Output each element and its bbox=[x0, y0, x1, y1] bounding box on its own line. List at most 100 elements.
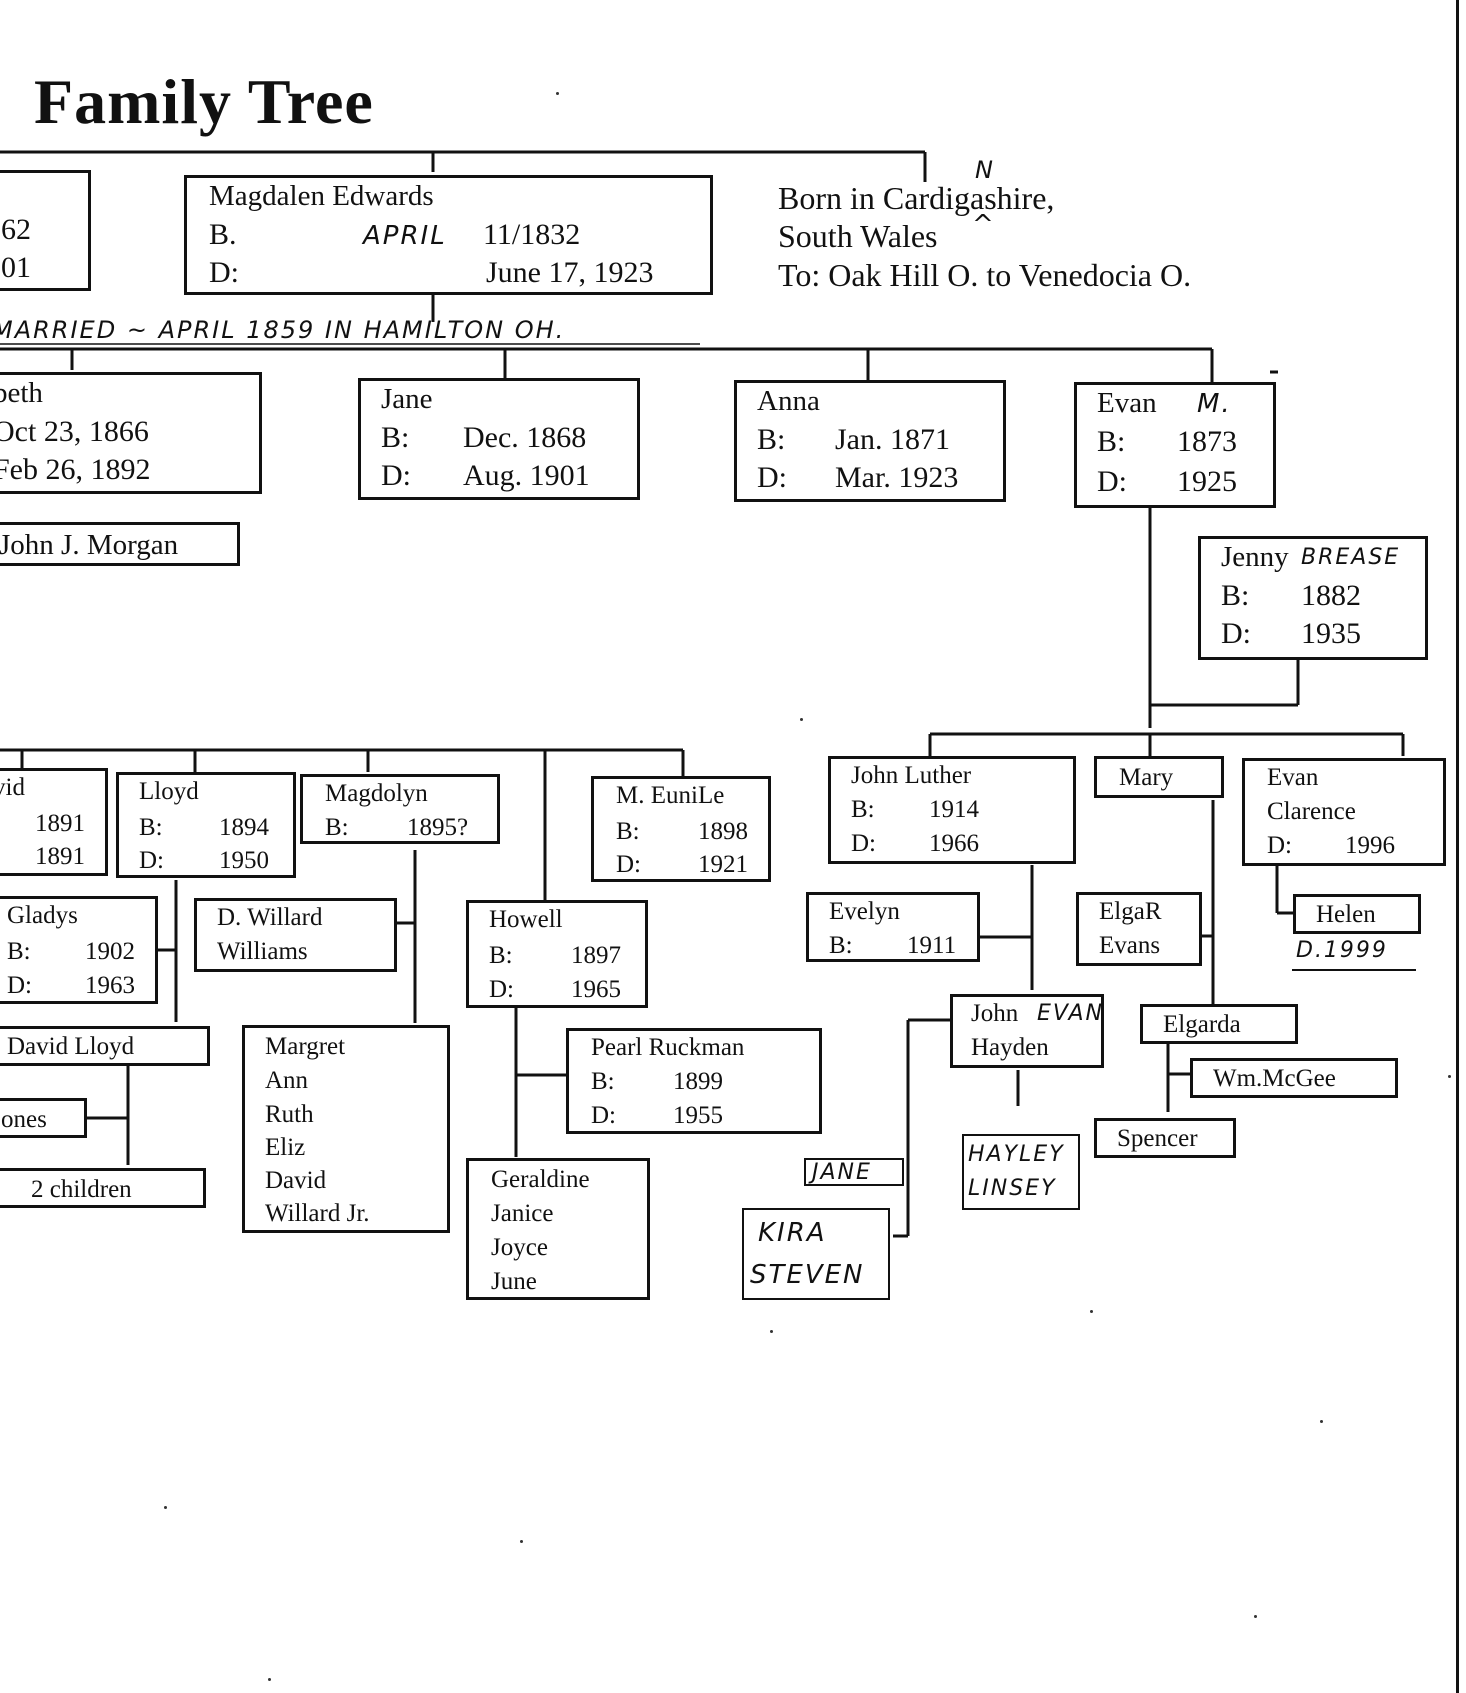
person-box-elizabeth: beth Oct 23, 1866 Feb 26, 1892 bbox=[0, 372, 262, 494]
evan-m-name: Evan bbox=[1097, 387, 1157, 419]
howell-death-label: D: bbox=[489, 976, 514, 1003]
john-luther-name: John Luther bbox=[851, 762, 972, 789]
jane-birth-label: B: bbox=[381, 421, 410, 454]
williams-child-5: David bbox=[265, 1167, 327, 1194]
jane-birth-date: Dec. 1868 bbox=[463, 421, 587, 454]
jane-name: Jane bbox=[381, 383, 433, 415]
person-box-john-evan-hayden: John EVAN Hayden bbox=[950, 994, 1104, 1068]
scan-speck bbox=[268, 1678, 271, 1681]
person-box-jenny: Jenny BREASE B: 1882 D: 1935 bbox=[1198, 536, 1428, 660]
evan-m-death-date: 1925 bbox=[1177, 465, 1237, 498]
children-box-howell: Geraldine Janice Joyce June bbox=[466, 1158, 650, 1300]
lloyd-birth-date: 1894 bbox=[219, 814, 269, 841]
anna-death-label: D: bbox=[757, 461, 787, 494]
anna-birth-label: B: bbox=[757, 423, 786, 456]
eunice-birth-label: B: bbox=[616, 818, 640, 845]
evan-clarence-death-label: D: bbox=[1267, 832, 1292, 859]
person-box-david-lloyd: David Lloyd bbox=[0, 1026, 210, 1066]
evan-m-birth-date: 1873 bbox=[1177, 425, 1237, 458]
jenny-death-date: 1935 bbox=[1301, 617, 1361, 650]
hayley-name: HAYLEY bbox=[968, 1142, 1065, 1167]
helen-death-hand: D.1999 bbox=[1296, 938, 1388, 963]
person-box-john-morgan: John J. Morgan bbox=[0, 522, 240, 566]
howell-birth-label: B: bbox=[489, 942, 513, 969]
note-insert-letter: N bbox=[975, 156, 995, 184]
pearl-death-date: 1955 bbox=[673, 1102, 723, 1129]
magdalen-birth-label: B. bbox=[209, 218, 237, 251]
person-box-jane: Jane B: Dec. 1868 D: Aug. 1901 bbox=[358, 378, 640, 500]
person-box-anna: Anna B: Jan. 1871 D: Mar. 1923 bbox=[734, 380, 1006, 502]
anna-death-date: Mar. 1923 bbox=[835, 461, 959, 494]
evelyn-birth-label: B: bbox=[829, 932, 853, 959]
person-box-gladys: Gladys B: 1902 D: 1963 bbox=[0, 896, 158, 1004]
mary-name: Mary bbox=[1119, 764, 1174, 791]
anna-name: Anna bbox=[757, 385, 820, 417]
spencer-name: Spencer bbox=[1117, 1125, 1198, 1152]
williams-child-4: Eliz bbox=[265, 1134, 306, 1161]
person-box-elgar: ElgaR Evans bbox=[1076, 892, 1202, 966]
scan-speck bbox=[1090, 1310, 1093, 1313]
person-box-jane-hand: JANE bbox=[804, 1158, 904, 1186]
magdalen-birth-hand: APRIL bbox=[363, 221, 447, 251]
evan-clarence-name-line2: Clarence bbox=[1267, 798, 1356, 825]
williams-child-3: Ruth bbox=[265, 1101, 314, 1128]
evan-clarence-death-date: 1996 bbox=[1345, 832, 1395, 859]
evan-m-birth-label: B: bbox=[1097, 425, 1126, 458]
husband-death: 01 bbox=[1, 251, 31, 284]
person-box-willard: D. Willard Williams bbox=[194, 898, 397, 972]
pearl-name: Pearl Ruckman bbox=[591, 1034, 745, 1061]
person-box-two-children: 2 children bbox=[0, 1168, 206, 1208]
person-box-eunice: M. EuniLe B: 1898 D: 1921 bbox=[591, 776, 771, 882]
elgar-name-line1: ElgaR bbox=[1099, 898, 1162, 925]
person-box-magdolyn: Magdolyn B: 1895? bbox=[300, 774, 500, 844]
person-box-spencer: Spencer bbox=[1094, 1118, 1236, 1158]
person-box-husband: 62 01 bbox=[0, 170, 91, 291]
person-box-helen: Helen bbox=[1293, 894, 1421, 934]
howell-child-3: Joyce bbox=[491, 1234, 548, 1261]
person-box-mcgee: Wm.McGee bbox=[1190, 1058, 1398, 1098]
linsey-name: LINSEY bbox=[968, 1176, 1057, 1201]
eunice-name: M. EuniLe bbox=[616, 782, 725, 809]
jones-name: ones bbox=[1, 1106, 47, 1133]
magdalen-name: Magdalen Edwards bbox=[209, 180, 434, 212]
note-insert-caret: ^ bbox=[972, 210, 996, 240]
origin-note-line3: To: Oak Hill O. to Venedocia O. bbox=[778, 257, 1192, 293]
evan-clarence-name-line1: Evan bbox=[1267, 764, 1319, 791]
evan-m-name-hand: M. bbox=[1197, 389, 1232, 419]
magdolyn-birth-label: B: bbox=[325, 814, 349, 841]
person-box-jones: ones bbox=[0, 1098, 87, 1138]
john-luther-birth-label: B: bbox=[851, 796, 875, 823]
person-box-john-luther: John Luther B: 1914 D: 1966 bbox=[828, 756, 1076, 864]
person-box-magdalen: Magdalen Edwards B. APRIL 11/1832 D: Jun… bbox=[184, 175, 713, 295]
lloyd-name: Lloyd bbox=[139, 778, 199, 805]
scan-speck bbox=[1320, 1420, 1323, 1423]
person-box-kira-steven: KIRA STEVEN bbox=[742, 1208, 890, 1300]
scan-speck bbox=[770, 1330, 773, 1333]
david-birth: 1891 bbox=[35, 810, 85, 837]
person-box-howell: Howell B: 1897 D: 1965 bbox=[466, 900, 648, 1008]
pearl-birth-date: 1899 bbox=[673, 1068, 723, 1095]
scan-speck bbox=[800, 718, 803, 721]
williams-child-1: Margret bbox=[265, 1033, 346, 1060]
children-box-williams: Margret Ann Ruth Eliz David Willard Jr. bbox=[242, 1025, 450, 1233]
john-morgan-name: John J. Morgan bbox=[0, 529, 179, 561]
gladys-death-date: 1963 bbox=[85, 972, 135, 999]
page-title: Family Tree bbox=[34, 66, 374, 137]
williams-child-6: Willard Jr. bbox=[265, 1200, 370, 1227]
evelyn-name: Evelyn bbox=[829, 898, 900, 925]
david-death: 1891 bbox=[35, 843, 85, 870]
married-note: MARRIED ~ APRIL 1859 IN HAMILTON OH. bbox=[0, 316, 566, 344]
elizabeth-death: Feb 26, 1892 bbox=[0, 453, 151, 486]
gladys-birth-label: B: bbox=[7, 938, 31, 965]
gladys-birth-date: 1902 bbox=[85, 938, 135, 965]
two-children-label: 2 children bbox=[31, 1176, 132, 1203]
david-name: vid bbox=[0, 774, 25, 801]
john-evan-name-line2: Hayden bbox=[971, 1034, 1049, 1061]
magdalen-birth-date: 11/1832 bbox=[483, 218, 581, 251]
john-luther-death-label: D: bbox=[851, 830, 876, 857]
john-evan-name-hand: EVAN bbox=[1037, 1001, 1104, 1026]
howell-death-date: 1965 bbox=[571, 976, 621, 1003]
scan-speck bbox=[520, 1540, 523, 1543]
